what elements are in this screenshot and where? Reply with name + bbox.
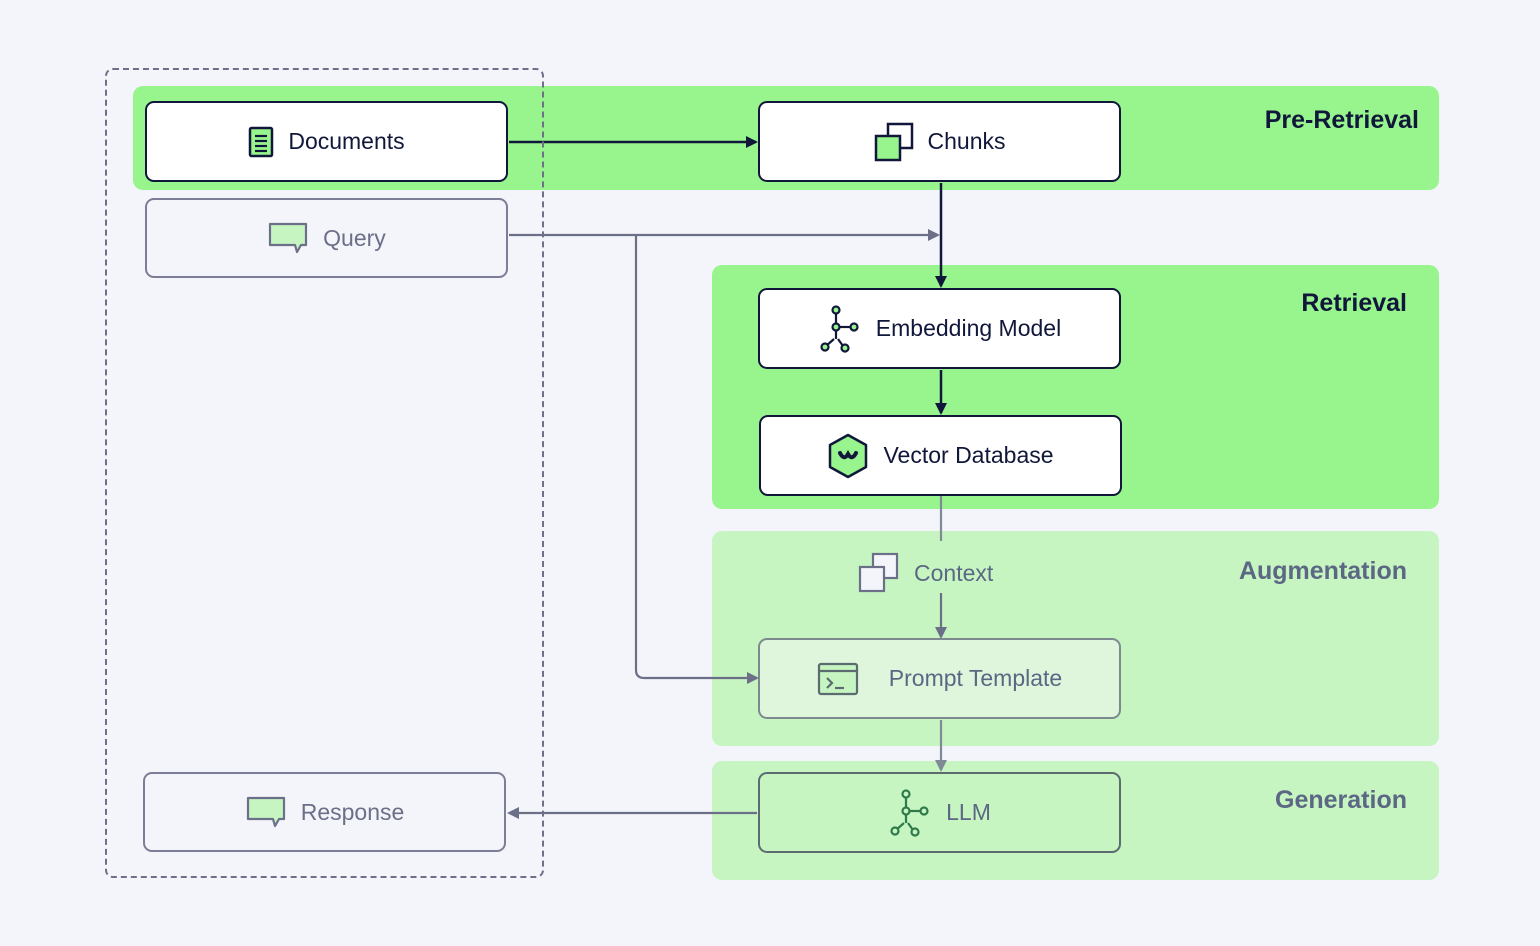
- embedding-model-node[interactable]: Embedding Model: [758, 288, 1121, 369]
- network-nodes-icon: [818, 304, 862, 353]
- terminal-icon: [817, 662, 859, 696]
- vector-database-node[interactable]: Vector Database: [759, 415, 1122, 496]
- stacked-squares-icon: [858, 552, 900, 594]
- response-label: Response: [300, 798, 405, 825]
- retrieval-label: Retrieval: [1301, 289, 1407, 317]
- embedding-model-label: Embedding Model: [875, 315, 1062, 341]
- llm-node[interactable]: LLM: [758, 772, 1121, 853]
- response-node[interactable]: Response: [143, 772, 506, 852]
- context-node: Context: [858, 552, 993, 594]
- context-label: Context: [914, 559, 994, 586]
- document-icon: [248, 126, 274, 158]
- network-nodes-icon: [888, 788, 932, 837]
- chunks-label: Chunks: [927, 128, 1006, 154]
- pre-retrieval-label: Pre-Retrieval: [1264, 106, 1419, 134]
- query-node[interactable]: Query: [145, 198, 508, 278]
- chat-bubble-icon: [267, 221, 309, 255]
- hexagon-logo-icon: [827, 433, 869, 479]
- llm-label: LLM: [946, 799, 991, 825]
- documents-node[interactable]: Documents: [145, 101, 508, 182]
- chunks-node[interactable]: Chunks: [758, 101, 1121, 182]
- stacked-squares-icon: [874, 122, 914, 162]
- generation-label: Generation: [1275, 786, 1407, 814]
- augmentation-label: Augmentation: [1238, 557, 1407, 585]
- user-io-frame: [105, 68, 544, 878]
- vector-database-label: Vector Database: [883, 442, 1054, 468]
- chat-bubble-icon: [245, 795, 287, 829]
- documents-label: Documents: [288, 128, 405, 154]
- prompt-template-node[interactable]: Prompt Template: [758, 638, 1121, 719]
- query-label: Query: [323, 224, 386, 251]
- query-to-prompt-arrow: [634, 235, 759, 684]
- prompt-template-label: Prompt Template: [888, 665, 1063, 691]
